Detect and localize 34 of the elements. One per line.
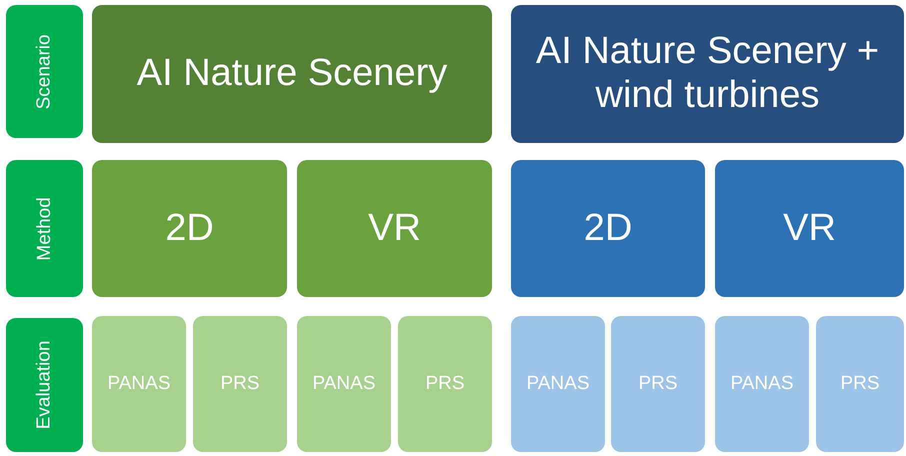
- evaluation-box: [92, 316, 186, 452]
- box-label: Method: [34, 196, 56, 260]
- box-label: 2D: [165, 206, 214, 250]
- box-label: PANAS: [526, 373, 590, 395]
- method-box: [511, 160, 705, 297]
- scenario-box: [511, 5, 904, 143]
- row-label: [6, 318, 83, 452]
- box-label: 2D: [584, 206, 632, 250]
- box-label: VR: [368, 206, 421, 250]
- box-label: Scenario: [34, 34, 56, 109]
- scenario-box: [92, 5, 492, 143]
- box-label: PRS: [840, 373, 880, 395]
- box-label: PRS: [638, 373, 678, 395]
- box-label: PANAS: [730, 373, 794, 395]
- evaluation-box: [816, 316, 904, 452]
- evaluation-box: [297, 316, 391, 452]
- row-label: [6, 5, 83, 138]
- box-label: PRS: [220, 373, 260, 395]
- evaluation-box: [511, 316, 605, 452]
- box-label: AI Nature Scenery + wind turbines: [534, 30, 880, 118]
- box-label: PANAS: [107, 373, 170, 395]
- box-label: Evaluation: [34, 340, 56, 430]
- method-box: [92, 160, 287, 297]
- method-box: [297, 160, 492, 297]
- evaluation-box: [611, 316, 705, 452]
- evaluation-box: [193, 316, 287, 452]
- row-label: [6, 160, 83, 297]
- box-label: PRS: [425, 373, 465, 395]
- box-label: PANAS: [312, 373, 376, 395]
- method-box: [715, 160, 904, 297]
- box-label: VR: [783, 206, 836, 250]
- box-label: AI Nature Scenery: [136, 52, 448, 96]
- evaluation-box: [398, 316, 492, 452]
- evaluation-box: [715, 316, 809, 452]
